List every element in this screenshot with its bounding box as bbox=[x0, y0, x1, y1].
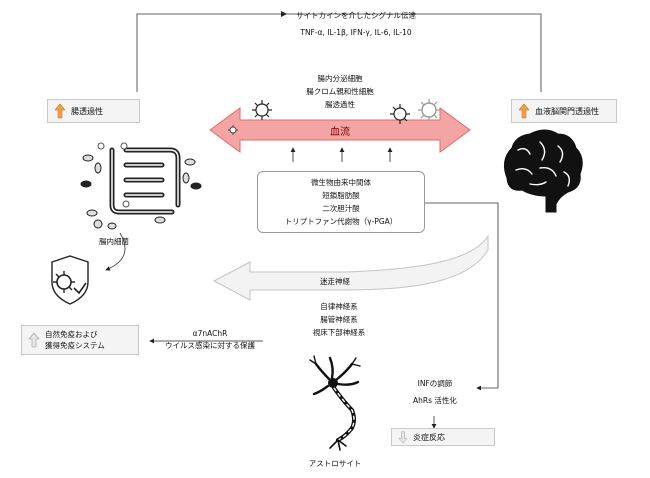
nervous-system-item: 視床下部神経系 bbox=[312, 328, 366, 337]
bbb-permeability-label: 血液脳関門透過性 bbox=[535, 106, 599, 116]
up-arrow-icon bbox=[28, 332, 40, 348]
bloodstream-arrow bbox=[209, 107, 471, 153]
signal-label: サイトカインを介したシグナル伝達 bbox=[296, 11, 416, 20]
gut-permeability-box: 腸透過性 bbox=[47, 99, 140, 123]
gut-bacteria-label: 腸内細菌 bbox=[99, 237, 129, 246]
a7nachr-label: α7nAChR bbox=[192, 329, 228, 338]
cytokine-signal-line bbox=[136, 13, 542, 92]
up-arrow-icon bbox=[518, 103, 530, 119]
immune-line-1: 自然免疫および bbox=[45, 330, 98, 339]
bacteria-to-shield-curve bbox=[105, 232, 126, 271]
cell-type: 腸透過性 bbox=[325, 100, 355, 109]
bbb-permeability-box: 血液脳関門透過性 bbox=[511, 99, 617, 123]
cell-type-list: 腸内分泌細胞 腸クロム親和性細胞 腸透過性 bbox=[290, 72, 390, 111]
metabolite-item: 微生物由来中間体 bbox=[311, 178, 371, 187]
vagus-label: 迷走神経 bbox=[320, 277, 350, 286]
metabolite-box: 微生物由来中間体 短鎖脂肪酸 二次胆汁酸 トリプトファン代謝物（γ-PGA） bbox=[257, 171, 425, 233]
nervous-system-list: 自律神経系 腸管神経系 視床下部神経系 bbox=[300, 300, 378, 339]
vagus-curved-arrow bbox=[212, 234, 489, 301]
ahr-activation-label: AhRs 活性化 bbox=[413, 396, 457, 405]
nervous-system-item: 腸管神経系 bbox=[320, 315, 358, 324]
cytokine-list: TNF-α, IL-1β, IFN-γ, IL-6, IL-10 bbox=[300, 28, 412, 37]
cell-type: 腸内分泌細胞 bbox=[317, 74, 363, 83]
metabolite-item: 二次胆汁酸 bbox=[322, 204, 360, 213]
bloodstream-label: 血流 bbox=[330, 127, 350, 138]
gut-permeability-label: 腸透過性 bbox=[71, 106, 103, 116]
inflammation-label: 炎症反応 bbox=[413, 432, 445, 442]
inflammation-box: 炎症反応 bbox=[391, 428, 495, 446]
metabolite-to-brain-line bbox=[425, 202, 499, 391]
cell-type: 腸クロム親和性細胞 bbox=[306, 87, 374, 96]
immune-line-2: 獲得免疫システム bbox=[45, 341, 105, 350]
astrocyte-label: アストロサイト bbox=[308, 459, 362, 468]
inf-regulation-label: INFの調節 bbox=[417, 379, 453, 388]
metabolite-item: トリプトファン代謝物（γ-PGA） bbox=[284, 217, 398, 226]
virus-protection-label: ウイルス感染に対する保護 bbox=[165, 341, 255, 350]
nervous-system-item: 自律神経系 bbox=[320, 302, 358, 311]
down-arrow-icon bbox=[398, 431, 408, 444]
up-arrow-icon bbox=[54, 103, 66, 119]
metabolite-item: 短鎖脂肪酸 bbox=[322, 191, 360, 200]
immune-system-box: 自然免疫および 獲得免疫システム bbox=[21, 325, 139, 355]
